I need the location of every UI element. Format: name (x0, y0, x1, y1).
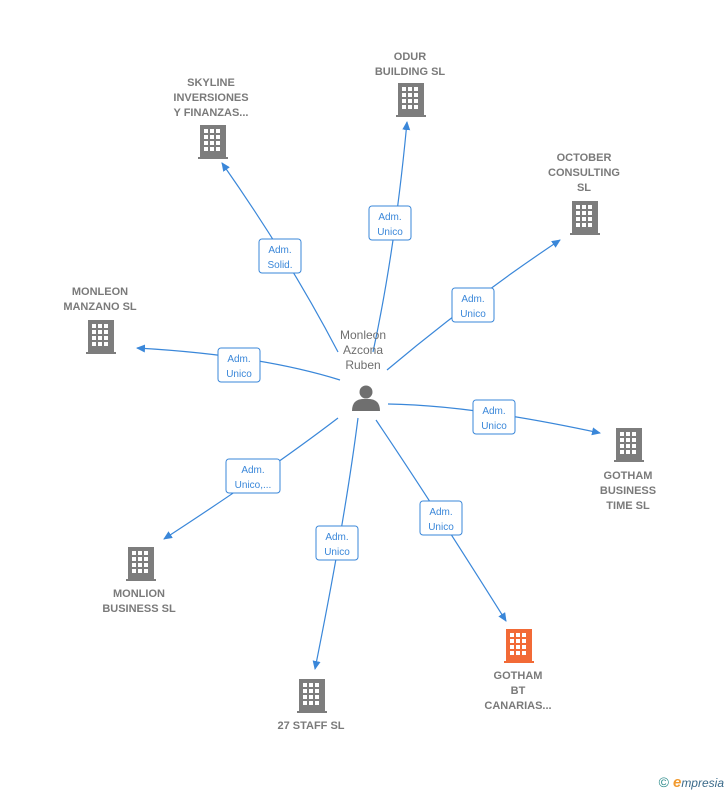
copyright-symbol: © (658, 774, 669, 790)
edge-odur: Adm. Unico (368, 121, 412, 353)
company-name: MONLEON MANZANO SL (63, 286, 137, 313)
role-label-line: Adm. (378, 212, 401, 223)
edge-gotham-bt: Adm. Unico (375, 419, 507, 622)
company-node-october[interactable]: OCTOBER CONSULTING SL (548, 152, 620, 235)
role-badge[interactable] (225, 458, 281, 494)
role-label-line: Unico (460, 309, 486, 320)
company-name-line: Y FINANZAS... (174, 107, 249, 119)
building-icon[interactable] (86, 320, 116, 354)
edge-arrow (372, 121, 411, 353)
company-node-27-staff[interactable]: 27 STAFF SL (277, 679, 345, 732)
company-name-line: MONLEON (72, 286, 128, 298)
company-name: OCTOBER CONSULTING SL (548, 152, 620, 194)
role-label-line: Adm. (268, 245, 291, 256)
company-name-line: OCTOBER (557, 152, 612, 164)
building-icon[interactable] (504, 629, 534, 663)
company-name-line: INVERSIONES (173, 92, 248, 104)
building-icon[interactable] (198, 125, 228, 159)
building-icon[interactable] (570, 201, 600, 235)
company-name-line: MONLION (113, 588, 165, 600)
company-name: SKYLINE INVERSIONES Y FINANZAS... (173, 77, 248, 119)
company-name: GOTHAM BT CANARIAS... (484, 670, 551, 712)
building-icon[interactable] (126, 547, 156, 581)
edge-skyline: Adm. Solid. (221, 162, 339, 353)
role-label-line: Adm. (241, 465, 264, 476)
company-name-line: MANZANO SL (63, 301, 137, 313)
edge-gotham-business: Adm. Unico (387, 399, 601, 436)
role-label-line: Adm. (429, 507, 452, 518)
role-label-line: Unico (226, 369, 252, 380)
role-label-line: Adm. (482, 406, 505, 417)
company-name-line: BUSINESS (600, 485, 656, 497)
building-icon[interactable] (614, 428, 644, 462)
company-node-odur[interactable]: ODUR BUILDING SL (375, 51, 446, 117)
brand-logo-text: mpresia (681, 776, 724, 790)
person-name-line: Ruben (345, 358, 380, 372)
role-label: Adm. Unico,... (235, 465, 272, 491)
company-name-line: 27 STAFF SL (277, 720, 344, 732)
company-name-line: SL (577, 182, 591, 194)
company-name-line: BUILDING SL (375, 66, 446, 78)
role-badge[interactable] (258, 238, 302, 274)
company-node-skyline[interactable]: SKYLINE INVERSIONES Y FINANZAS... (173, 77, 249, 159)
company-node-gotham-bt[interactable]: GOTHAM BT CANARIAS... (484, 629, 552, 712)
edge-27-staff: Adm. Unico (312, 417, 359, 670)
role-badge[interactable] (419, 500, 463, 536)
company-name-line: CONSULTING (548, 167, 620, 179)
role-label-line: Unico (428, 522, 454, 533)
role-label: Adm. Unico (481, 406, 507, 432)
role-label: Adm. Unico (226, 354, 252, 380)
role-label-line: Unico (324, 547, 350, 558)
person-name-line: Azcona (343, 343, 383, 357)
edges-layer: Adm.UnicoAdm.Solid.Adm.UnicoAdm.UnicoAdm… (136, 121, 601, 670)
role-label-line: Unico (481, 421, 507, 432)
role-label: Adm. Unico (324, 532, 350, 558)
company-node-monlion[interactable]: MONLION BUSINESS SL (102, 547, 176, 615)
role-label-line: Unico (377, 227, 403, 238)
company-name-line: BT (511, 685, 526, 697)
role-badge[interactable] (472, 399, 516, 435)
role-label-line: Unico,... (235, 480, 272, 491)
brand-logo-initial: e (672, 774, 682, 791)
company-name-line: SKYLINE (187, 77, 235, 89)
company-node-monleon-manzano[interactable]: MONLEON MANZANO SL (63, 286, 137, 354)
company-name: MONLION BUSINESS SL (102, 588, 176, 615)
person-name-line: Monleon (340, 328, 386, 342)
company-name-line: BUSINESS SL (102, 603, 176, 615)
role-label-line: Adm. (227, 354, 250, 365)
company-name: 27 STAFF SL (277, 720, 344, 732)
role-label: Adm. Solid. (267, 245, 292, 271)
company-name: ODUR BUILDING SL (375, 51, 446, 78)
company-node-gotham-business[interactable]: GOTHAM BUSINESS TIME SL (600, 428, 656, 512)
building-icon[interactable] (396, 83, 426, 117)
role-label-line: Adm. (461, 294, 484, 305)
person-icon[interactable] (352, 385, 380, 412)
role-badge[interactable] (315, 525, 359, 561)
role-badge[interactable] (451, 287, 495, 323)
role-badge[interactable] (217, 347, 261, 383)
role-badge[interactable] (368, 205, 412, 241)
role-label: Adm. Unico (377, 212, 403, 238)
role-label-line: Solid. (267, 260, 292, 271)
company-name-line: CANARIAS... (484, 700, 551, 712)
edge-october: Adm. Unico (386, 239, 561, 371)
company-name-line: GOTHAM (604, 470, 653, 482)
role-label: Adm. Unico (428, 507, 454, 533)
building-icon[interactable] (297, 679, 327, 713)
role-label: Adm. Unico (460, 294, 486, 320)
edge-monlion: Adm. Unico,... (163, 417, 339, 540)
role-label-line: Adm. (325, 532, 348, 543)
watermark: ©empresia (659, 774, 724, 791)
company-name-line: TIME SL (606, 500, 650, 512)
company-name-line: ODUR (394, 51, 426, 63)
company-name-line: GOTHAM (494, 670, 543, 682)
company-name: GOTHAM BUSINESS TIME SL (600, 470, 656, 512)
edge-monleon-manzano: Adm. Unico (136, 344, 341, 383)
